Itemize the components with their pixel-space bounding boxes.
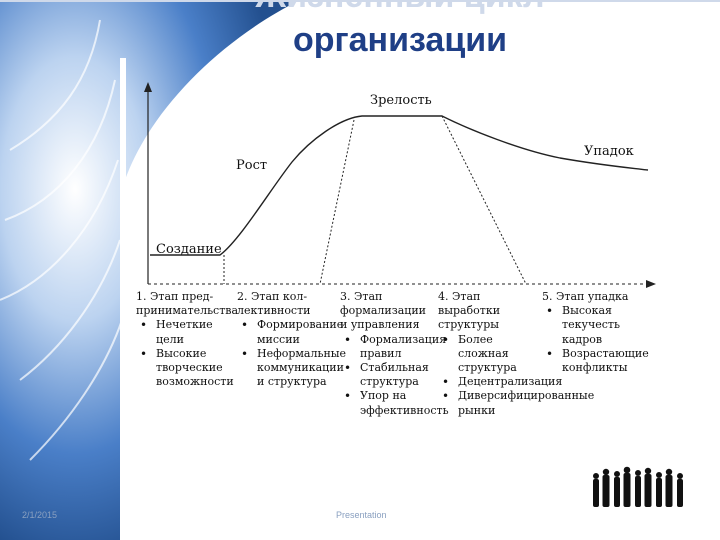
- stage-heading: 1. Этап пред- принимательства: [136, 290, 239, 318]
- stage-item: Высокие творческие возможности: [136, 347, 234, 390]
- stage-heading: 3. Этап формализации и управления: [340, 290, 427, 332]
- stage-column-5: 5. Этап упадка Высокая текучесть кадров …: [542, 290, 649, 375]
- stage-column-3: 3. Этап формализации и управления Формал…: [340, 290, 449, 418]
- separator-3: [441, 115, 527, 285]
- stage-list: Нечеткие цели Высокие творческие возможн…: [136, 318, 234, 390]
- stage-item: Более сложная структура: [438, 333, 532, 376]
- x-axis-arrow: [646, 280, 656, 288]
- stage-heading: 2. Этап кол- лективности: [237, 290, 311, 318]
- stage-item: Упор на эффективность: [340, 389, 449, 417]
- footer-date: 2/1/2015: [22, 510, 58, 520]
- stage-item: Формализация правил: [340, 333, 446, 361]
- stage-list: Формирование миссии Неформальные коммуни…: [237, 318, 346, 390]
- stage-label-growth: Рост: [236, 158, 268, 173]
- title-line-2: организации: [292, 21, 508, 59]
- stage-list: Более сложная структура Децентрализация …: [438, 333, 594, 418]
- people-silhouettes-icon: [593, 466, 683, 507]
- stage-column-1: 1. Этап пред- принимательства Нечеткие ц…: [136, 290, 239, 390]
- y-axis-arrow: [144, 82, 152, 92]
- stage-column-4: 4. Этап выработки структуры Более сложна…: [438, 290, 594, 418]
- stage-item: Нечеткие цели: [136, 318, 228, 346]
- lifecycle-curve: [150, 115, 649, 256]
- stage-label-maturity: Зрелость: [370, 93, 432, 108]
- stage-item: Диверсифицированные рынки: [438, 389, 594, 417]
- lifecycle-diagram: [144, 82, 656, 288]
- separator-2: [319, 119, 355, 285]
- stage-column-2: 2. Этап кол- лективности Формирование ми…: [237, 290, 346, 390]
- stage-label-decline: Упадок: [584, 144, 634, 159]
- stage-heading: 5. Этап упадка: [542, 290, 629, 303]
- footer-center-text: Presentation: [336, 510, 387, 520]
- stage-item: Возрастающие конфликты: [542, 347, 649, 375]
- stage-item: Высокая текучесть кадров: [542, 304, 644, 347]
- stage-heading: 4. Этап выработки структуры: [438, 290, 501, 332]
- stage-item: Децентрализация: [438, 375, 562, 389]
- stage-item: Формирование миссии: [237, 318, 343, 346]
- title-line-1: Жизненный цикл: [120, 0, 680, 18]
- stage-list: Формализация правил Стабильная структура…: [340, 333, 449, 418]
- stage-list: Высокая текучесть кадров Возрастающие ко…: [542, 304, 649, 375]
- slide-title: Жизненный цикл организации: [120, 0, 680, 62]
- stage-item: Стабильная структура: [340, 361, 434, 389]
- stage-item: Неформальные коммуникации и структура: [237, 347, 346, 390]
- stage-label-creation: Создание: [156, 242, 222, 257]
